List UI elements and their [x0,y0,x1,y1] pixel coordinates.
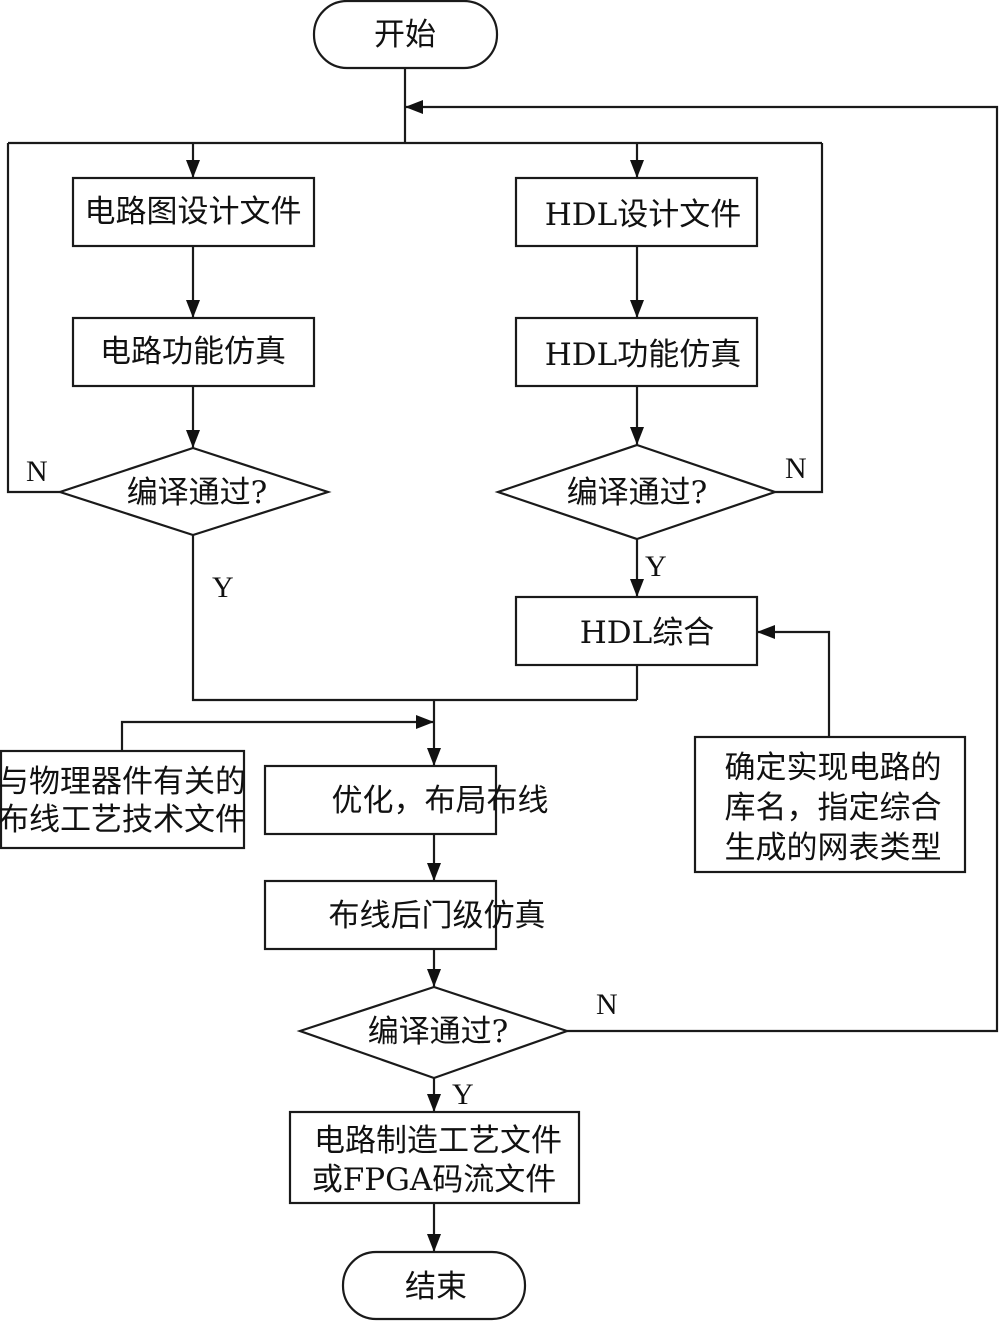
schematic-design-label: 电路图设计文件 [85,194,302,230]
arrow-from-tech-file [120,720,434,751]
loop-left-no [6,143,60,494]
hdl-sim-label: HDL功能仿真 [545,337,741,373]
place-route-label: 优化，布局布线 [332,783,549,819]
end-terminal: 结束 [341,1250,527,1321]
hdl-synthesis-label: HDL综合 [580,615,714,651]
loop-bottom-no [405,105,999,1033]
loop-right-no [775,143,824,494]
routing-tech-file-line-1: 与物理器件有关的 [0,764,246,800]
hdl-synthesis-box: HDL综合 [514,595,759,667]
right-no-label: N [785,452,807,485]
connectors [6,68,999,1252]
arrowhead [186,300,200,318]
arrowhead [427,1234,441,1252]
hdl-design-box: HDL设计文件 [514,176,759,248]
compile-check-right-label: 编译通过? [567,475,708,511]
arrowhead [405,100,423,114]
library-note-line-3: 生成的网表类型 [725,830,942,866]
routing-tech-file-box: 与物理器件有关的 布线工艺技术文件 [0,749,246,850]
path-left-yes [191,535,637,702]
left-yes-label: Y [212,571,234,604]
hdl-sim-box: HDL功能仿真 [514,316,759,388]
arrow-from-library-note [757,630,831,737]
arrowhead [427,1094,441,1112]
circuit-sim-box: 电路功能仿真 [71,316,316,388]
left-no-label: N [26,455,48,488]
output-file-box: 电路制造工艺文件 或FPGA码流文件 [288,1110,581,1205]
output-file-line-1: 电路制造工艺文件 [314,1123,562,1159]
compile-check-bottom-label: 编译通过? [368,1014,509,1050]
compile-check-left-label: 编译通过? [127,475,268,511]
compile-check-right: 编译通过? [494,443,779,541]
place-route-box: 优化，布局布线 [263,764,549,836]
circuit-sim-label: 电路功能仿真 [100,334,286,370]
arrowhead [186,430,200,448]
right-yes-label: Y [645,550,667,583]
bottom-no-label: N [596,988,618,1021]
end-label: 结束 [405,1269,467,1305]
routing-tech-file-line-2: 布线工艺技术文件 [0,802,246,838]
arrowhead [427,748,441,766]
arrowhead [630,160,644,178]
library-note-box: 确定实现电路的 库名，指定综合 生成的网表类型 [693,735,967,874]
arrowhead [416,715,434,729]
arrowhead [427,863,441,881]
compile-check-left: 编译通过? [56,446,332,537]
arrowhead [630,427,644,445]
arrowhead [630,579,644,597]
post-route-sim-box: 布线后门级仿真 [263,879,546,951]
bottom-yes-label: Y [452,1078,474,1111]
arrowhead [427,969,441,987]
post-route-sim-label: 布线后门级仿真 [329,898,546,934]
arrowhead [757,625,775,639]
arrowhead [186,160,200,178]
library-note-line-1: 确定实现电路的 [725,750,942,786]
compile-check-bottom: 编译通过? [296,985,571,1080]
schematic-design-box: 电路图设计文件 [71,176,316,248]
start-terminal: 开始 [312,0,499,70]
start-label: 开始 [374,17,436,53]
hdl-design-label: HDL设计文件 [545,197,741,233]
arrowhead [630,300,644,318]
library-note-line-2: 库名，指定综合 [725,790,942,826]
output-file-line-2: 或FPGA码流文件 [312,1162,557,1198]
